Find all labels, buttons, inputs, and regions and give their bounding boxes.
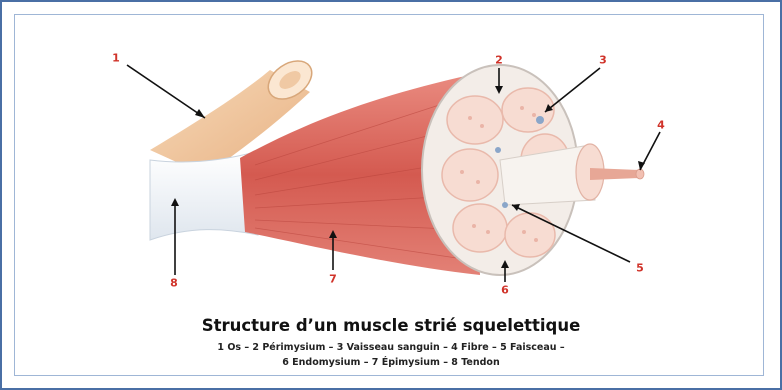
marker-2: 2 [495, 54, 503, 67]
marker-8: 8 [170, 277, 178, 290]
marker-6: 6 [501, 284, 509, 297]
marker-7: 7 [329, 273, 337, 286]
figure-legend-line-1: 1 Os – 2 Périmysium – 3 Vaisseau sanguin… [0, 342, 782, 353]
marker-5: 5 [636, 262, 644, 275]
figure-legend-line-2: 6 Endomysium – 7 Épimysium – 8 Tendon [0, 357, 782, 368]
marker-3: 3 [599, 54, 607, 67]
marker-1: 1 [112, 52, 120, 65]
figure-title: Structure d’un muscle strié squelettique [0, 316, 782, 335]
marker-4: 4 [657, 119, 665, 132]
